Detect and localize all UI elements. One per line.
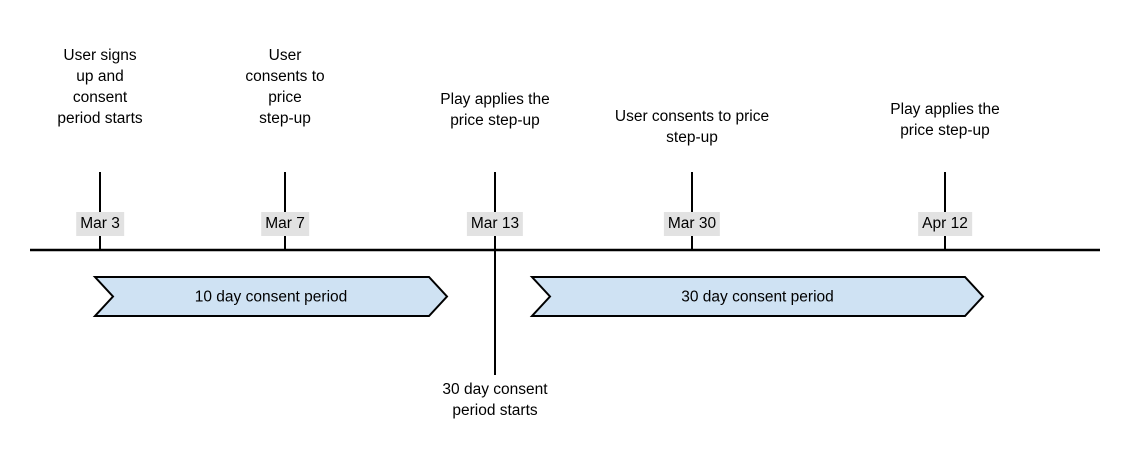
date-chip-mar-3[interactable]: Mar 3	[76, 212, 124, 236]
period-bar-period-10-day[interactable]	[92, 276, 449, 317]
event-caption-mar-13: Play applies the price step-up	[440, 91, 550, 129]
date-chip-mar-30[interactable]: Mar 30	[663, 212, 721, 236]
event-caption-mar-30: User consents to price step-up	[614, 108, 770, 146]
event-caption-mar-3: User signs up and consent period starts	[57, 47, 143, 127]
period-bar-period-30-day[interactable]	[529, 276, 985, 317]
period-label-period-10-day: 10 day consent period	[194, 288, 348, 305]
event-caption-apr-12: Play applies the price step-up	[890, 101, 1000, 139]
date-chip-mar-13[interactable]: Mar 13	[466, 212, 524, 236]
period-label-period-30-day: 30 day consent period	[681, 288, 834, 305]
event-caption-mar-7: User consents to price step-up	[245, 47, 325, 127]
below-note-note-30-day-start: 30 day consent period starts	[442, 381, 548, 419]
date-chip-apr-12[interactable]: Apr 12	[918, 212, 972, 236]
date-chip-mar-7[interactable]: Mar 7	[261, 212, 309, 236]
